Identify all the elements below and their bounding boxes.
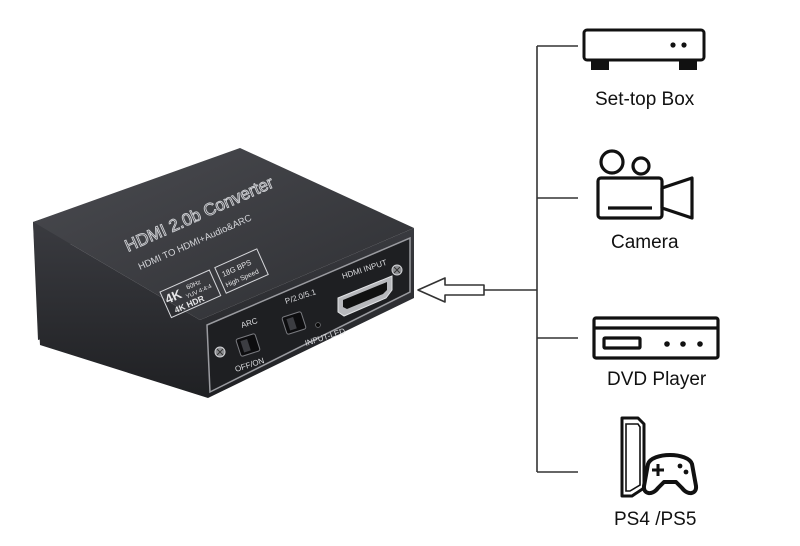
source-label-game-console: PS4 /PS5 [614, 509, 697, 530]
front-panel-bezel [206, 236, 411, 394]
screw-right-slot [393, 266, 401, 274]
game-console-icon [620, 416, 699, 498]
device-front-face [33, 222, 414, 398]
source-label-set-top-box: Set-top Box [595, 89, 695, 110]
audio-mode-switch-knob [286, 316, 297, 331]
input-arrow [417, 277, 485, 303]
screw-left-slot [216, 348, 224, 356]
dvd-player-icon [592, 316, 720, 360]
camera-icon [596, 149, 694, 220]
device-top-face [33, 148, 414, 320]
hdmi-port-opening [343, 282, 387, 309]
arc-switch-knob [240, 338, 251, 353]
connection-lines [484, 45, 578, 473]
badge-4k: 4K [163, 286, 185, 307]
badge-speed-box [214, 248, 269, 294]
spec-badges: 4K 60Hz YUV 4:4:4 4K HDR 18G BPS High Sp… [159, 248, 269, 319]
input-led [315, 322, 321, 328]
source-label-dvd-player: DVD Player [607, 369, 707, 390]
source-label-camera: Camera [611, 232, 679, 253]
hdmi-converter-device: HDMI 2.0b Converter HDMI TO HDMI+Audio&A… [33, 148, 414, 398]
set-top-box-icon [582, 28, 706, 70]
badge-4k-box [159, 269, 222, 319]
